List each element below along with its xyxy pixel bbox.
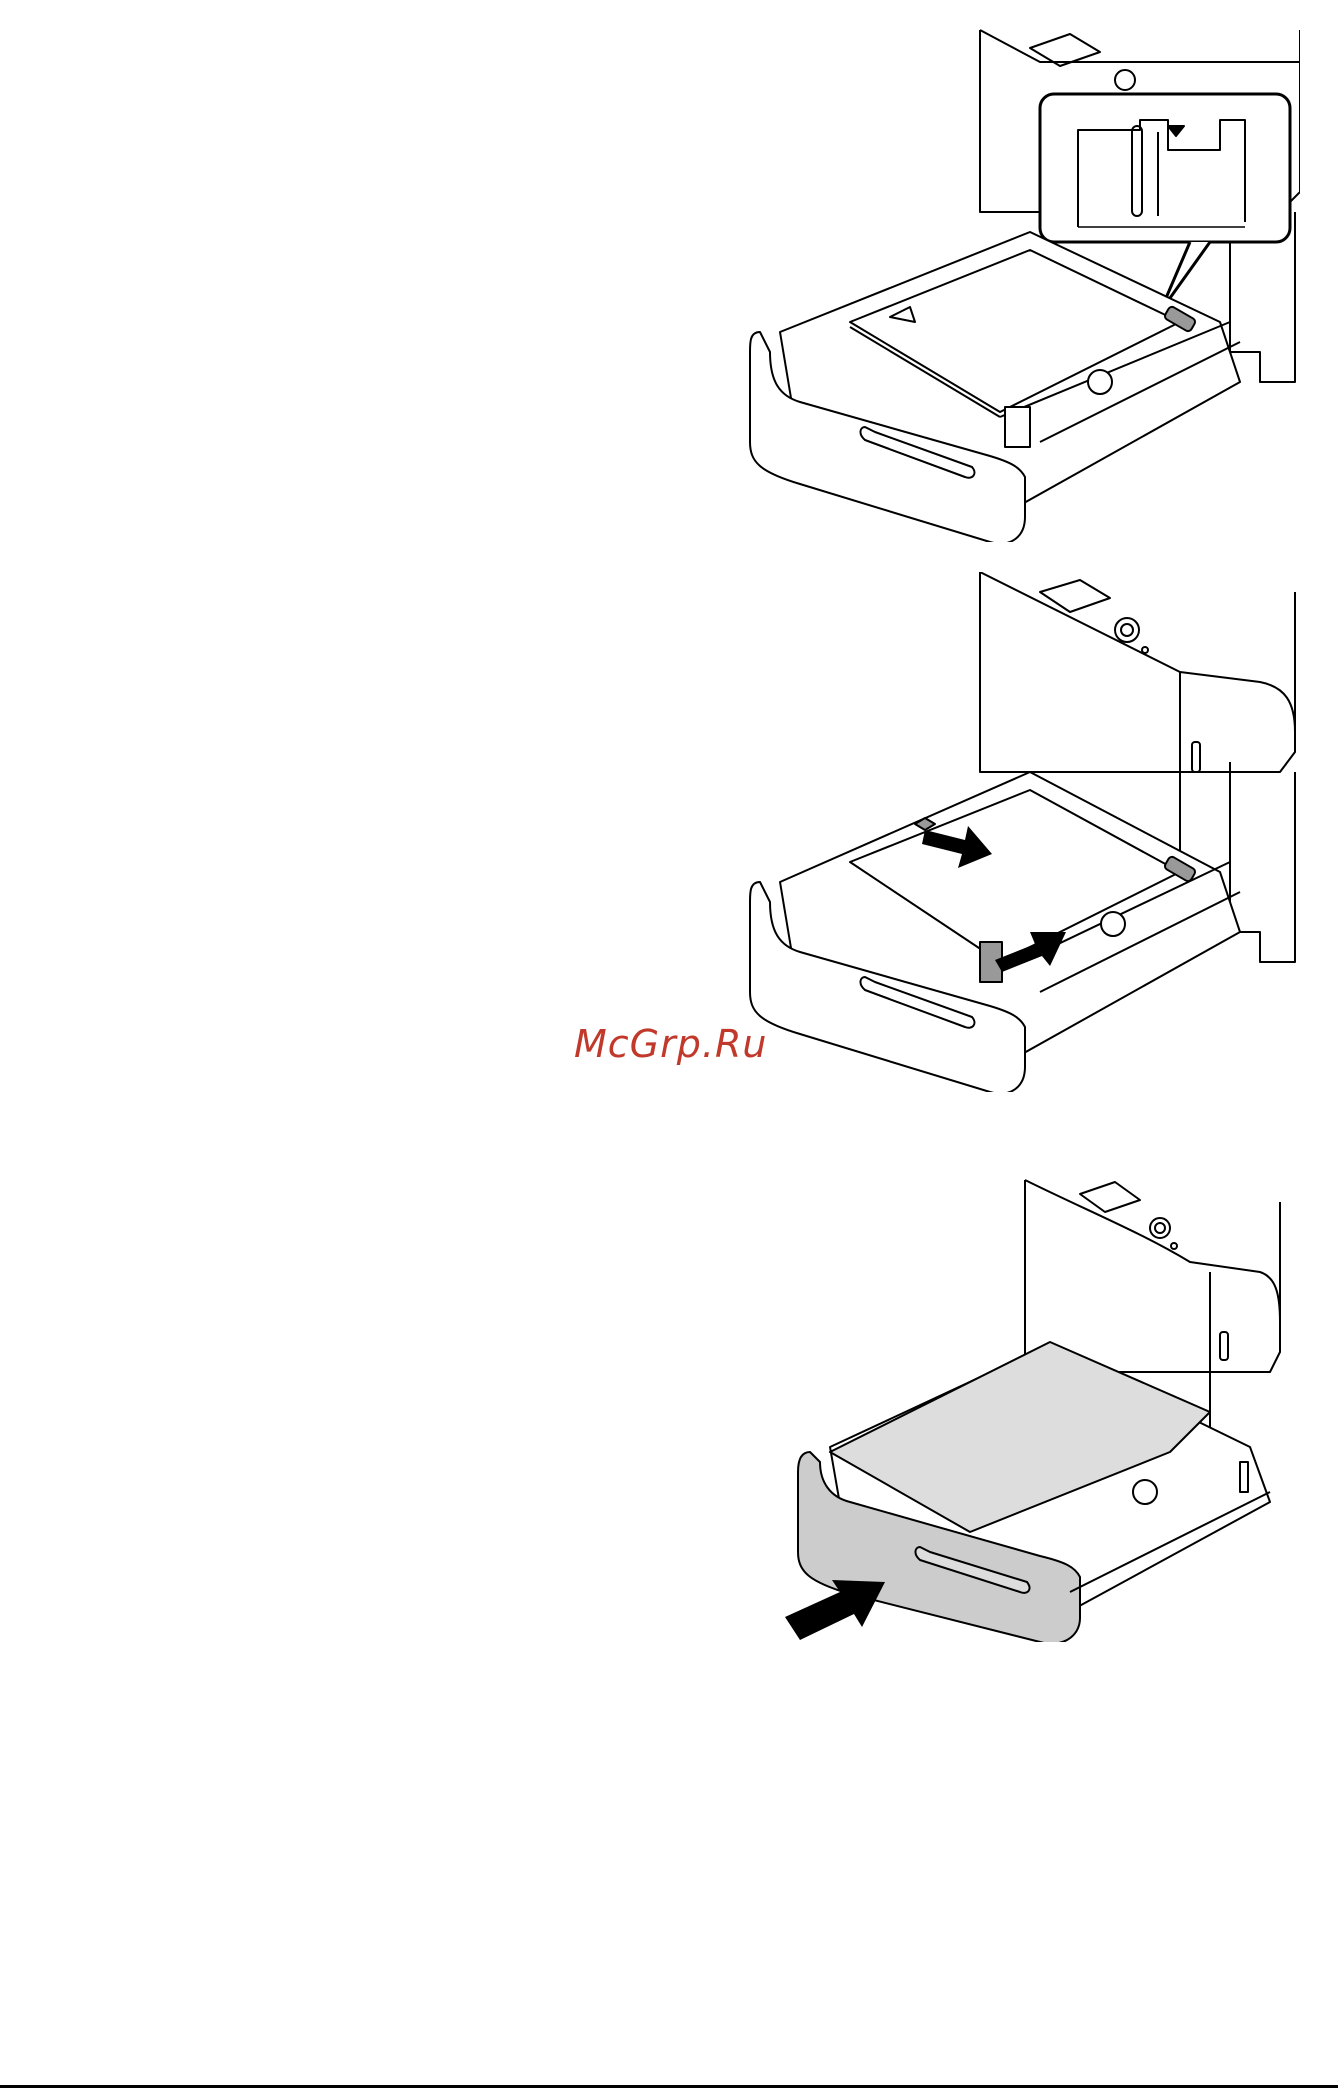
tray-callout-illustration: [740, 22, 1300, 542]
tray-insert-illustration: [770, 1172, 1300, 1642]
tray-guides-illustration: [740, 572, 1300, 1092]
printer-tray-insert-drawing: [770, 1172, 1300, 1642]
watermark-text: McGrp.Ru: [574, 1022, 767, 1066]
printer-tray-guides-drawing: [740, 572, 1300, 1092]
printer-tray-drawing: [740, 22, 1300, 542]
